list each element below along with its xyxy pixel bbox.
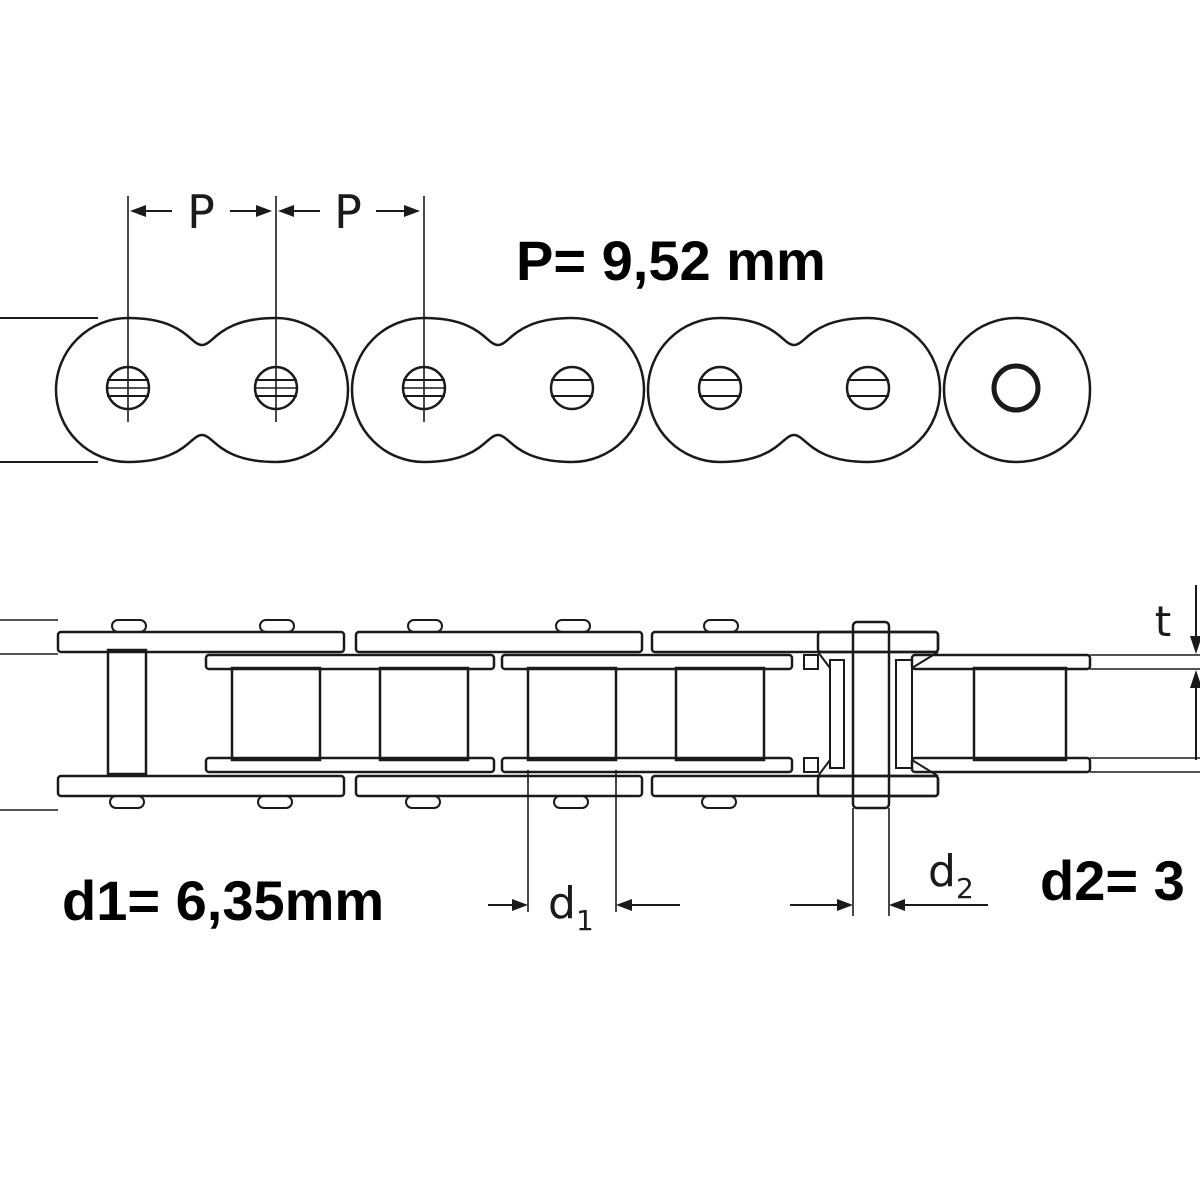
- pitch-symbol-2: P: [334, 185, 362, 239]
- outer-plates-top: [56, 630, 940, 654]
- rollers: [230, 666, 1068, 762]
- outer-plates-bottom: [56, 774, 940, 798]
- pin-centre-lines: [108, 196, 444, 422]
- d1-dimension: [488, 770, 680, 912]
- pitch-symbol-1: P: [187, 185, 215, 239]
- chain-link-outline-2: [350, 316, 646, 464]
- roller-5: [972, 666, 1068, 762]
- d1-symbol: d1: [548, 878, 594, 937]
- pin-hole-4: [549, 365, 595, 411]
- pin-hole-5: [697, 365, 743, 411]
- chain-link-outline-4: [942, 316, 1092, 464]
- d1-symbol-letter: d: [548, 878, 576, 929]
- roller-3: [526, 666, 618, 762]
- chain-side-view: P P P= 9,52 mm: [0, 185, 1092, 464]
- roller-1: [230, 666, 322, 762]
- d2-symbol-subscript: 2: [956, 872, 974, 905]
- thickness-symbol: t: [1155, 597, 1171, 646]
- pin-hole-6: [845, 365, 891, 411]
- chain-link-outline-3: [646, 316, 942, 464]
- d2-symbol-letter: d: [928, 846, 956, 897]
- pin-shaft-1: [106, 648, 148, 776]
- connecting-link: [816, 620, 940, 810]
- d1-symbol-subscript: 1: [576, 904, 594, 937]
- pitch-value-label: P= 9,52 mm: [516, 229, 826, 292]
- inner-plates-bottom: [204, 756, 1092, 774]
- connecting-pin: [851, 620, 891, 810]
- roller-4: [674, 666, 766, 762]
- chain-top-view: t d1 d1= 6,35mm d2 d2= 3: [0, 585, 1200, 937]
- pin-heads-top: [111, 619, 739, 633]
- d2-value-label: d2= 3: [1040, 849, 1185, 912]
- inner-plates-top: [204, 653, 1092, 671]
- d2-dimension: [790, 808, 988, 916]
- pin-heads-bottom: [109, 795, 737, 809]
- d1-value-label: d1= 6,35mm: [62, 869, 384, 932]
- d2-symbol: d2: [928, 846, 974, 905]
- pitch-dimension-2: [278, 205, 420, 217]
- thickness-dimension: [1090, 585, 1200, 773]
- pin-hole-open: [991, 363, 1041, 413]
- pitch-dimension-1: [130, 205, 272, 217]
- roller-2: [378, 666, 470, 762]
- chain-link-outline-1: [54, 316, 350, 464]
